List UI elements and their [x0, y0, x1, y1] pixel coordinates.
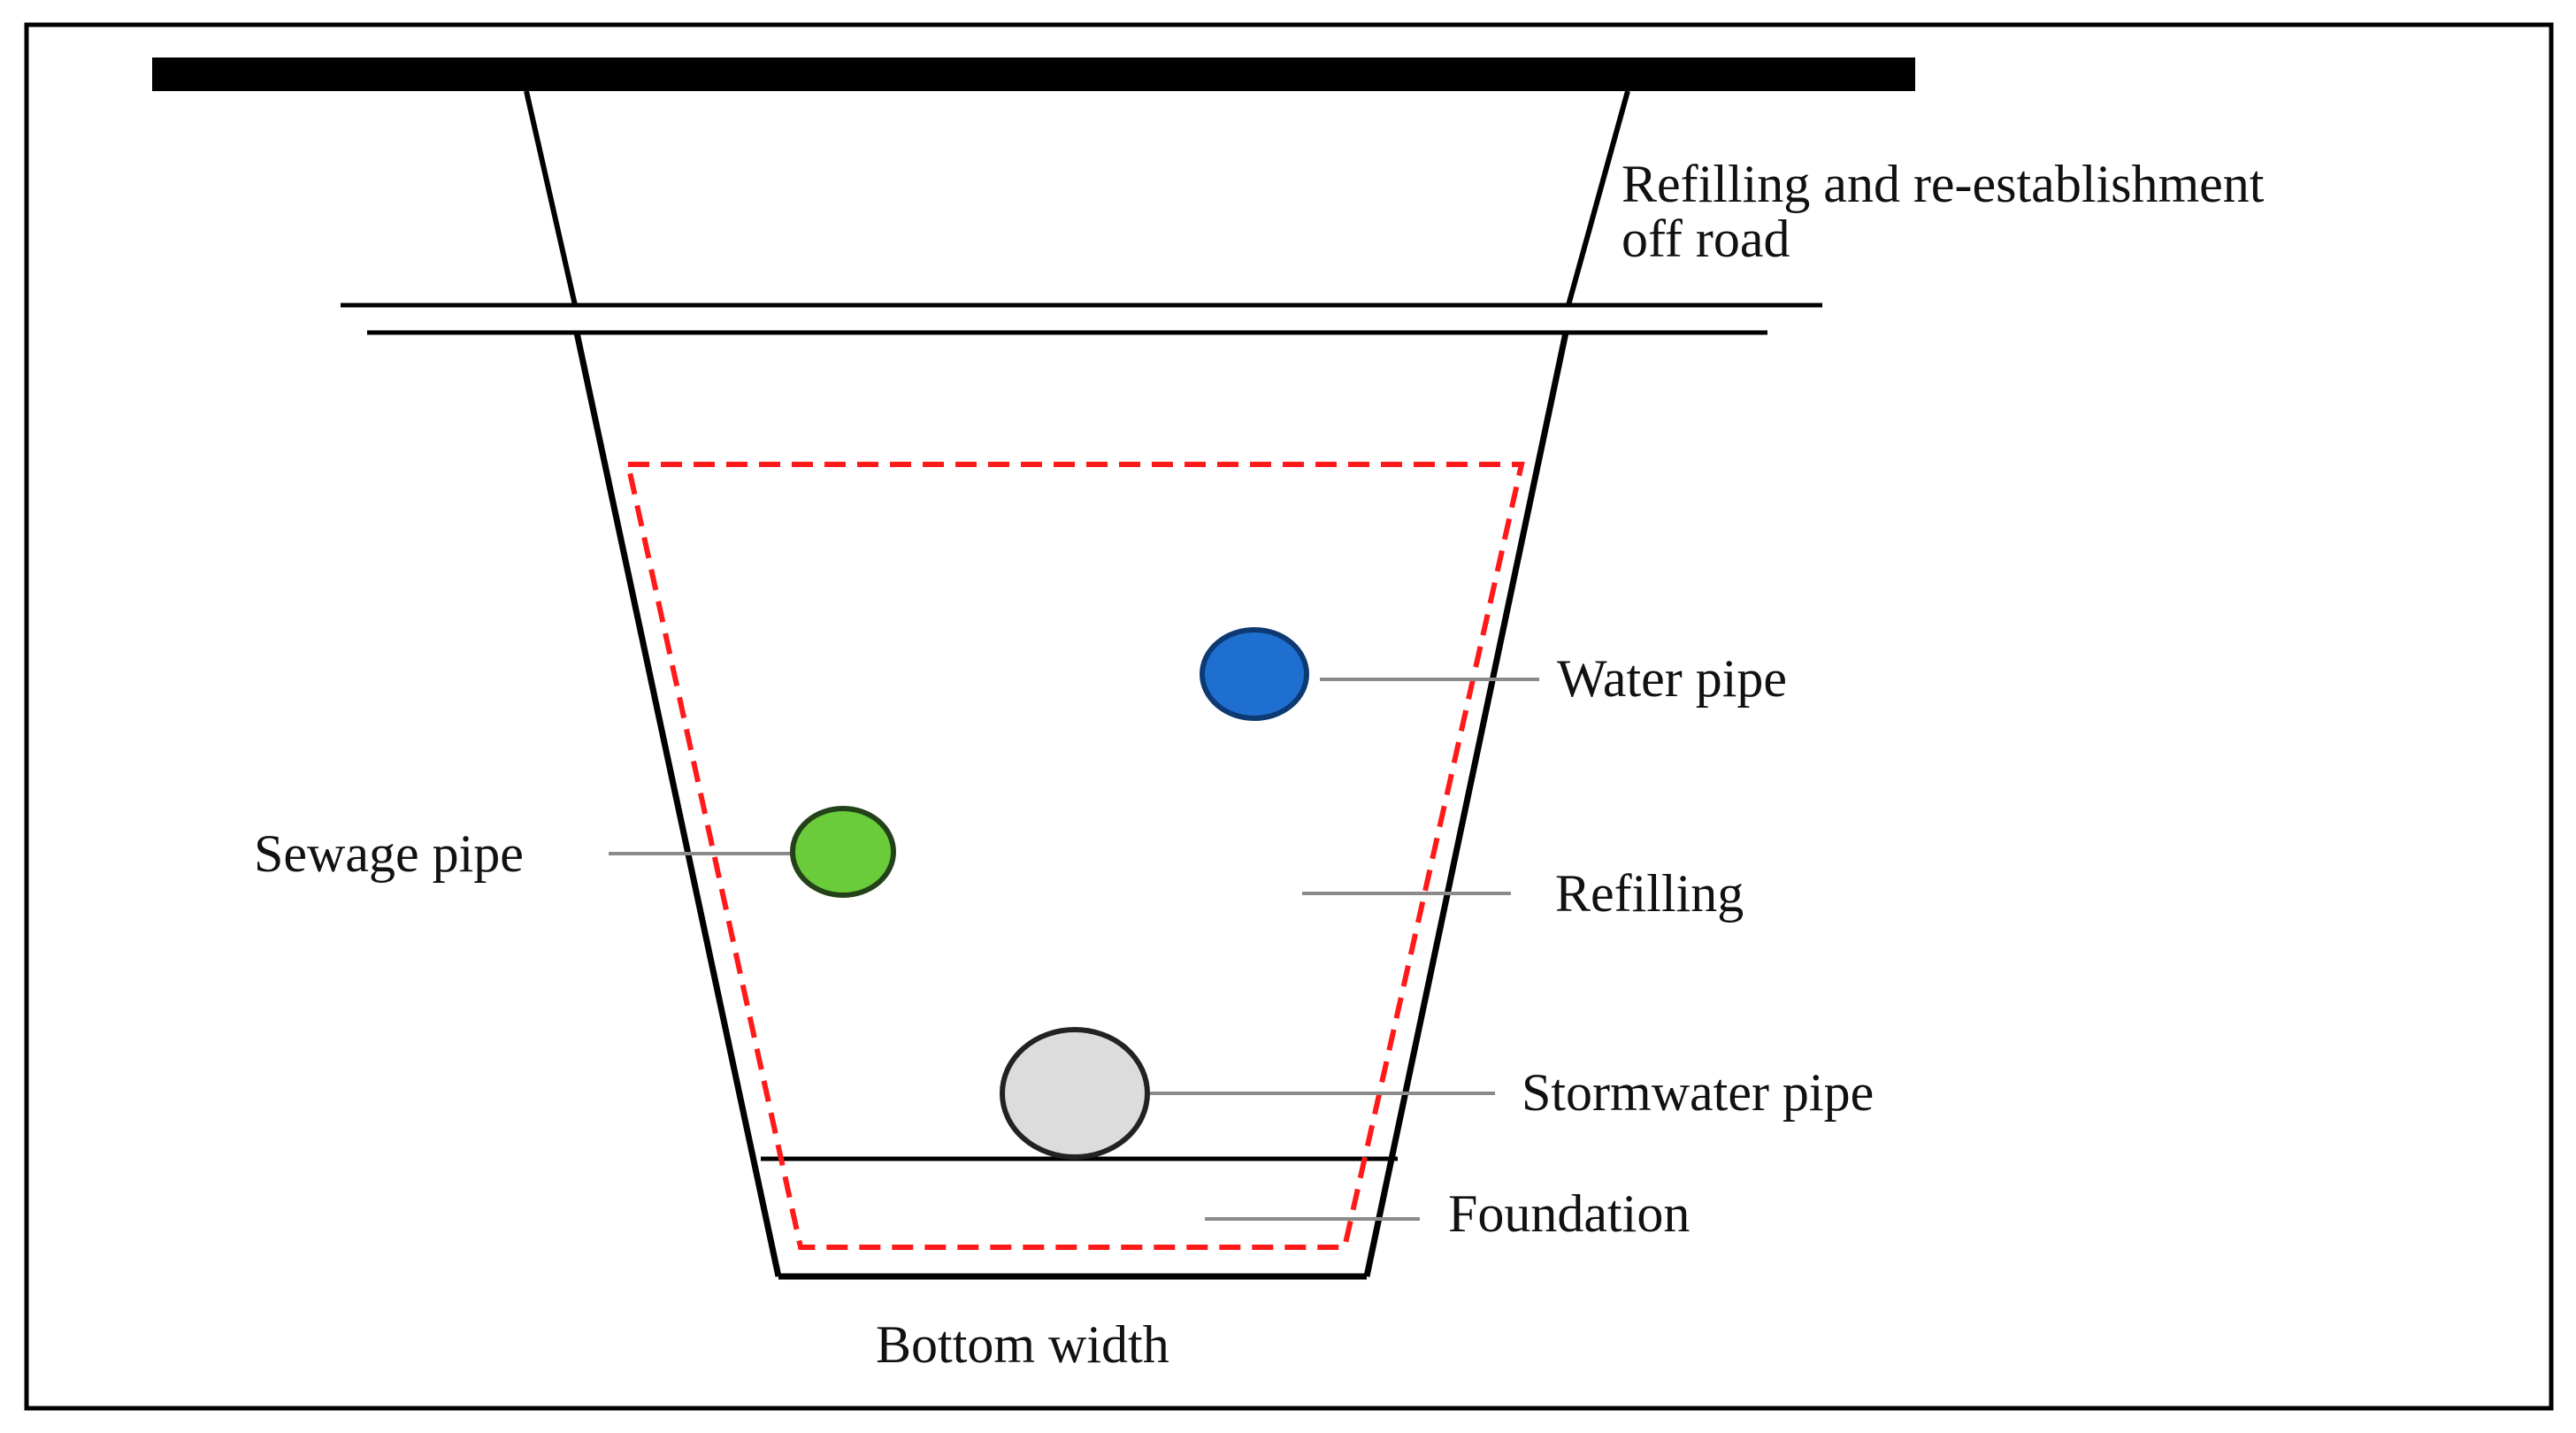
water-pipe-label: Water pipe [1557, 649, 1787, 708]
road-label: Refilling and re-establishment [1622, 155, 2265, 213]
sewage-pipe-icon [790, 806, 896, 898]
foundation-label: Foundation [1448, 1184, 1690, 1243]
upper-right-wall [1566, 90, 1630, 306]
bottom-width-label: Bottom width [876, 1315, 1169, 1374]
trench-right-wall [1363, 332, 1569, 1277]
road-label-line2: off road [1622, 210, 1790, 268]
refilling-label: Refilling [1555, 864, 1744, 923]
trench-left-wall [573, 332, 782, 1277]
refilling-boundary [625, 462, 1525, 1250]
road-surface [152, 57, 1915, 91]
water-pipe-icon [1200, 627, 1309, 721]
stormwater-pipe-icon [1000, 1027, 1150, 1160]
figure-frame [24, 22, 2554, 1411]
stormwater-pipe-label: Stormwater pipe [1522, 1063, 1874, 1122]
upper-left-wall [524, 90, 578, 306]
sewage-pipe-label: Sewage pipe [254, 824, 524, 883]
